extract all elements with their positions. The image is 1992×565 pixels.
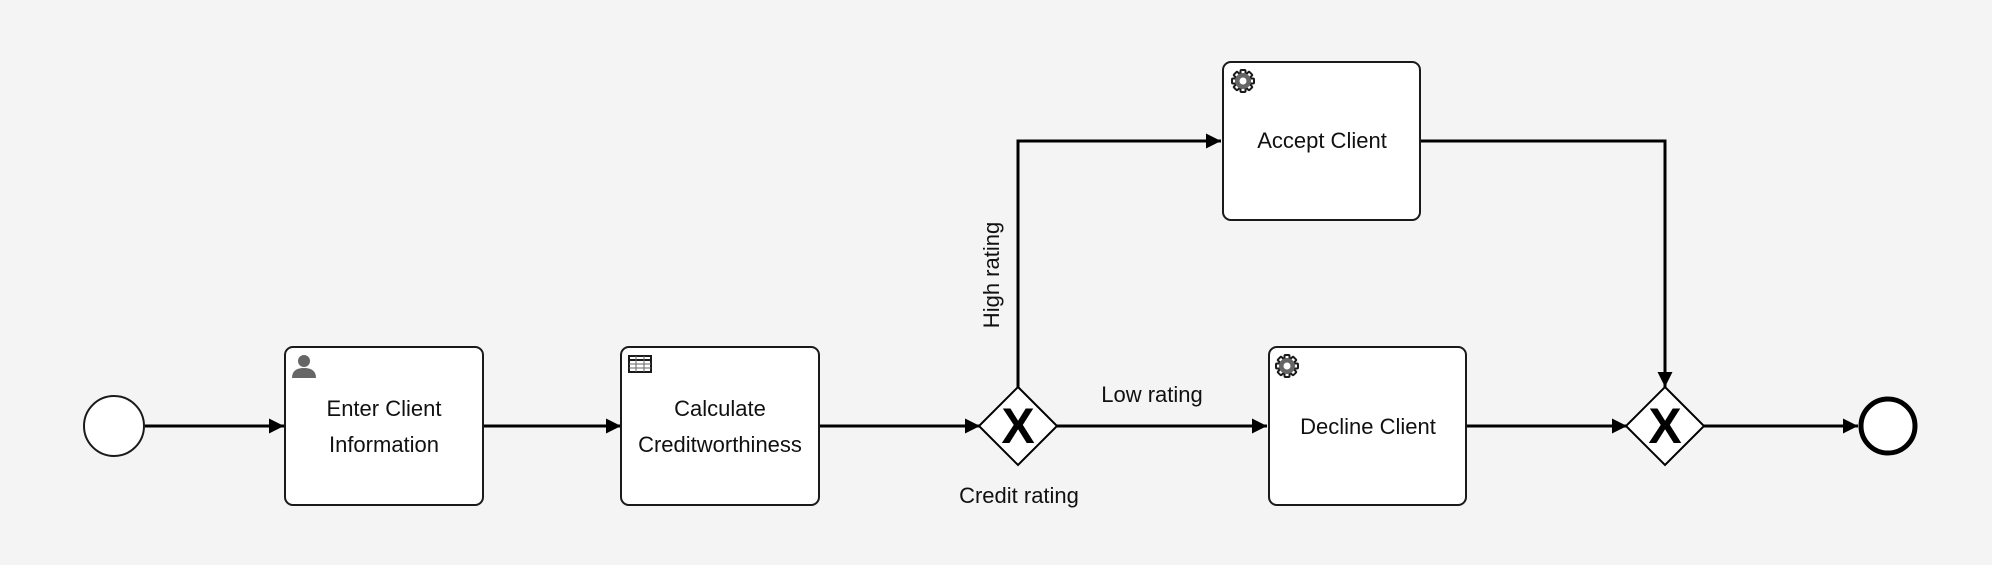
table-icon	[628, 355, 652, 373]
task-enter-client-information[interactable]: Enter Client Information	[284, 346, 484, 506]
flow-label-low-rating: Low rating	[1101, 382, 1203, 407]
task-enter-client-label-line2: Information	[329, 432, 439, 457]
gear-icon	[1231, 69, 1255, 93]
gateway-x-marker: X	[1648, 398, 1681, 454]
task-decline-client[interactable]: Decline Client	[1268, 346, 1467, 506]
task-accept-client[interactable]: Accept Client	[1222, 61, 1421, 221]
task-enter-client-label-line1: Enter Client	[327, 396, 442, 421]
flow-high-rating[interactable]	[1016, 133, 1221, 387]
flow-accept-to-join[interactable]	[1420, 139, 1673, 387]
task-calculate-label-line2: Creditworthiness	[638, 432, 802, 457]
task-calculate-creditworthiness[interactable]: Calculate Creditworthiness	[620, 346, 820, 506]
flow-label-high-rating: High rating	[979, 222, 1004, 328]
end-event[interactable]	[1858, 396, 1918, 456]
task-decline-client-label: Decline Client	[1300, 414, 1436, 439]
exclusive-gateway-split[interactable]: X	[977, 385, 1059, 467]
gear-icon	[1275, 354, 1299, 378]
user-icon	[292, 355, 316, 378]
task-calculate-label-line1: Calculate	[674, 396, 766, 421]
exclusive-gateway-join[interactable]: X	[1624, 385, 1706, 467]
start-event[interactable]	[83, 395, 145, 457]
task-accept-client-label: Accept Client	[1257, 128, 1387, 153]
gateway-x-marker: X	[1001, 398, 1034, 454]
gateway-label-credit-rating: Credit rating	[959, 483, 1079, 508]
